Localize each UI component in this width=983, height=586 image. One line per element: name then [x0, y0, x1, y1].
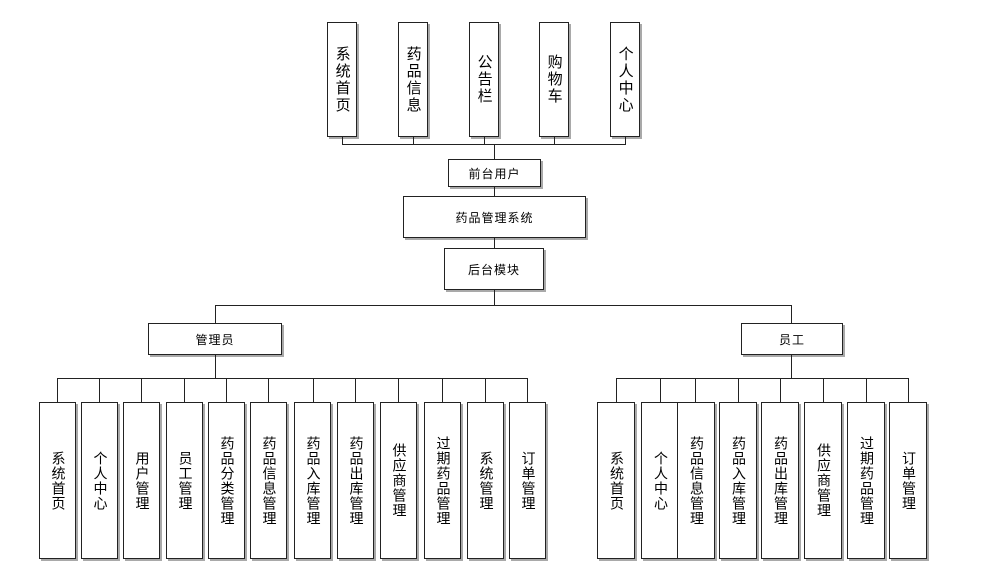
- admin-module: 员工管理: [166, 402, 203, 559]
- admin-module-label: 供应商管理: [390, 443, 407, 518]
- connector: [791, 355, 792, 378]
- frontend-module-label: 药品信息: [404, 45, 423, 114]
- connector: [695, 378, 696, 402]
- connector: [738, 378, 739, 402]
- frontend-module-drug-info: 药品信息: [398, 22, 428, 137]
- connector: [485, 378, 486, 402]
- connector: [527, 378, 528, 402]
- connector: [57, 378, 58, 402]
- admin-module-label: 药品信息管理: [260, 435, 277, 526]
- connector: [616, 378, 908, 379]
- frontend-module-profile: 个人中心: [610, 22, 640, 137]
- admin-module: 药品入库管理: [294, 402, 331, 559]
- frontend-user-label: 前台用户: [468, 166, 521, 181]
- admin-module: 供应商管理: [380, 402, 417, 559]
- connector: [57, 378, 527, 379]
- admin-module-label: 药品入库管理: [304, 435, 321, 526]
- staff-node: 员工: [741, 323, 843, 355]
- admin-module: 系统管理: [467, 402, 504, 559]
- connector: [616, 378, 617, 402]
- connector: [99, 378, 100, 402]
- connector: [141, 378, 142, 402]
- connector: [625, 137, 626, 144]
- admin-module-label: 用户管理: [133, 450, 150, 511]
- admin-module-label: 订单管理: [519, 450, 536, 511]
- admin-module: 个人中心: [81, 402, 118, 559]
- admin-module: 订单管理: [509, 402, 546, 559]
- frontend-user-node: 前台用户: [448, 159, 541, 187]
- connector: [554, 137, 555, 144]
- staff-module: 过期药品管理: [847, 402, 885, 559]
- connector: [413, 137, 414, 144]
- staff-module: 药品信息管理: [677, 402, 715, 559]
- frontend-module-bulletin: 公告栏: [469, 22, 499, 137]
- connector: [342, 137, 343, 144]
- admin-module-label: 系统管理: [477, 450, 494, 511]
- staff-module: 供应商管理: [804, 402, 842, 559]
- connector: [226, 378, 227, 402]
- admin-module: 药品信息管理: [250, 402, 287, 559]
- connector: [355, 378, 356, 402]
- admin-module: 系统首页: [39, 402, 76, 559]
- staff-module: 个人中心: [641, 402, 679, 559]
- admin-module-label: 员工管理: [176, 450, 193, 511]
- connector: [342, 144, 626, 145]
- staff-module: 药品出库管理: [761, 402, 799, 559]
- connector: [660, 378, 661, 402]
- staff-module-label: 个人中心: [652, 450, 669, 511]
- staff-module-label: 药品信息管理: [688, 435, 705, 526]
- admin-module: 过期药品管理: [424, 402, 461, 559]
- connector: [215, 355, 216, 378]
- admin-module-label: 过期药品管理: [434, 435, 451, 526]
- admin-label: 管理员: [195, 332, 235, 347]
- staff-module-label: 过期药品管理: [858, 435, 875, 526]
- frontend-module-home: 系统首页: [327, 22, 357, 137]
- system-node: 药品管理系统: [403, 196, 586, 238]
- admin-node: 管理员: [148, 323, 282, 355]
- connector: [494, 238, 495, 248]
- admin-module: 用户管理: [123, 402, 160, 559]
- frontend-module-label: 个人中心: [616, 45, 635, 114]
- admin-module-label: 药品分类管理: [218, 435, 235, 526]
- system-label: 药品管理系统: [455, 210, 534, 225]
- staff-module-label: 系统首页: [608, 450, 625, 511]
- connector: [780, 378, 781, 402]
- connector: [215, 305, 792, 306]
- staff-module-label: 订单管理: [900, 450, 917, 511]
- connector: [484, 137, 485, 144]
- admin-module: 药品出库管理: [337, 402, 374, 559]
- connector: [398, 378, 399, 402]
- admin-module-label: 系统首页: [49, 450, 66, 511]
- connector: [313, 378, 314, 402]
- backend-node: 后台模块: [444, 248, 544, 290]
- staff-module: 系统首页: [597, 402, 635, 559]
- connector: [494, 144, 495, 159]
- connector: [791, 305, 792, 323]
- connector: [442, 378, 443, 402]
- connector: [268, 378, 269, 402]
- admin-module-label: 药品出库管理: [347, 435, 364, 526]
- frontend-module-label: 购物车: [545, 54, 564, 105]
- connector: [215, 305, 216, 323]
- admin-module-label: 个人中心: [91, 450, 108, 511]
- frontend-module-label: 系统首页: [333, 45, 352, 114]
- backend-label: 后台模块: [467, 262, 520, 277]
- connector: [866, 378, 867, 402]
- connector: [494, 187, 495, 196]
- connector: [908, 378, 909, 402]
- staff-label: 员工: [778, 332, 805, 347]
- frontend-module-label: 公告栏: [475, 54, 494, 105]
- staff-module-label: 药品入库管理: [730, 435, 747, 526]
- staff-module-label: 药品出库管理: [772, 435, 789, 526]
- connector: [823, 378, 824, 402]
- staff-module: 订单管理: [889, 402, 927, 559]
- staff-module-label: 供应商管理: [815, 443, 832, 518]
- connector: [494, 290, 495, 305]
- connector: [184, 378, 185, 402]
- staff-module: 药品入库管理: [719, 402, 757, 559]
- frontend-module-cart: 购物车: [539, 22, 569, 137]
- admin-module: 药品分类管理: [208, 402, 245, 559]
